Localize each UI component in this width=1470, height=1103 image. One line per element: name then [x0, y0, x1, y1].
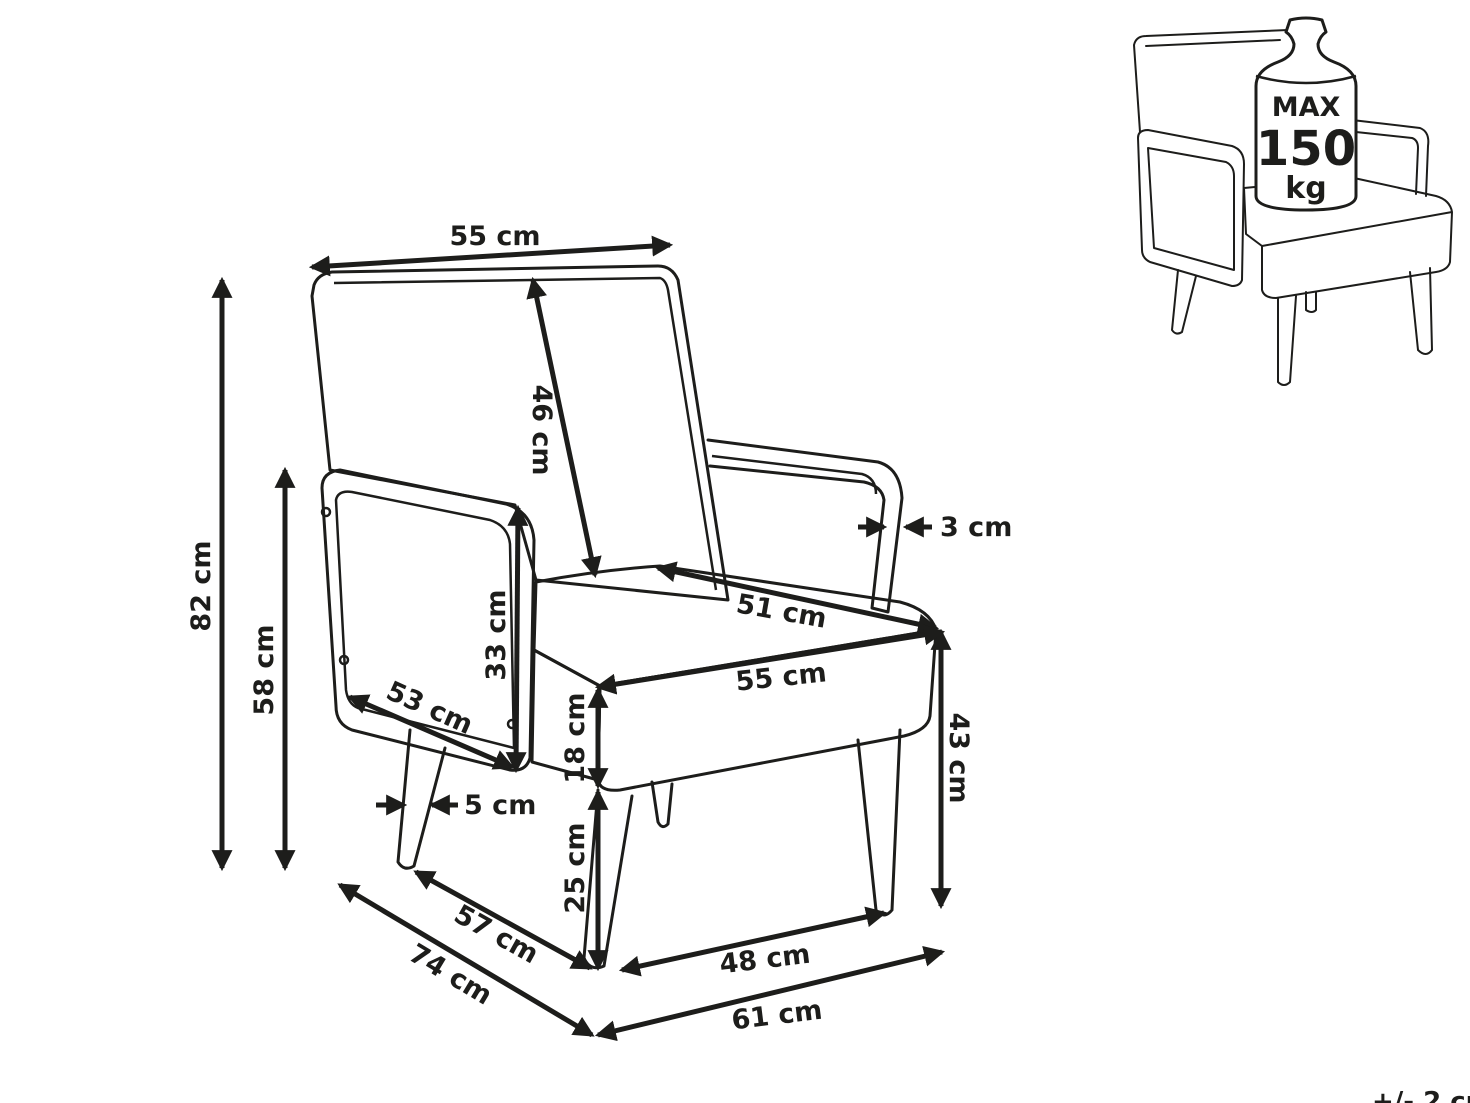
label-total-height: 82 cm	[186, 540, 217, 631]
back-leg-right	[650, 780, 674, 829]
label-leg-height: 25 cm	[560, 822, 591, 913]
dim-line-armrest-depth	[347, 694, 515, 770]
label-back-width: 55 cm	[449, 221, 540, 252]
label-armrest-height: 58 cm	[249, 624, 280, 715]
screw-icon	[338, 654, 350, 666]
left-armrest	[320, 468, 536, 772]
small-right-armrest	[1351, 119, 1430, 197]
dimension-lines	[211, 235, 952, 1042]
tolerance-note: +/- 2 cm	[1372, 1087, 1470, 1103]
small-left-armrest	[1137, 129, 1245, 287]
right-armrest-inner	[711, 454, 878, 495]
dim-line-seat-width	[594, 624, 946, 695]
label-armrest-inner-height: 33 cm	[481, 589, 512, 680]
badge-max: MAX	[1272, 92, 1341, 123]
small-seat	[1243, 177, 1453, 299]
badge-value: 150	[1256, 121, 1356, 177]
front-left-leg	[396, 728, 447, 870]
dim-line-total-depth	[337, 882, 595, 1038]
front-center-leg	[582, 788, 634, 970]
dim-line-total-width	[594, 945, 946, 1042]
weight-badge-icon: MAX 150 kg	[1254, 16, 1358, 212]
label-leg-width: 5 cm	[464, 790, 536, 821]
small-backrest	[1133, 29, 1289, 133]
label-seat-height: 43 cm	[943, 712, 974, 803]
seat-front	[596, 628, 938, 792]
small-legs	[1171, 267, 1433, 386]
dim-line-seat-depth	[654, 561, 940, 635]
badge-unit: kg	[1285, 171, 1326, 206]
label-seat-depth: 51 cm	[734, 588, 829, 634]
dim-line-armrest-inner-height	[505, 504, 529, 774]
label-backrest-height: 46 cm	[526, 384, 557, 475]
front-right-leg	[856, 728, 902, 917]
chair-drawing	[310, 264, 938, 970]
label-arm-thickness: 3 cm	[940, 512, 1012, 543]
dim-line-back-width	[308, 235, 674, 277]
label-cushion-height: 18 cm	[560, 692, 591, 783]
backrest-inner	[333, 276, 718, 591]
small-chair-drawing	[1133, 29, 1453, 386]
screw-icon	[320, 506, 332, 518]
dim-line-backrest-height	[526, 276, 602, 579]
